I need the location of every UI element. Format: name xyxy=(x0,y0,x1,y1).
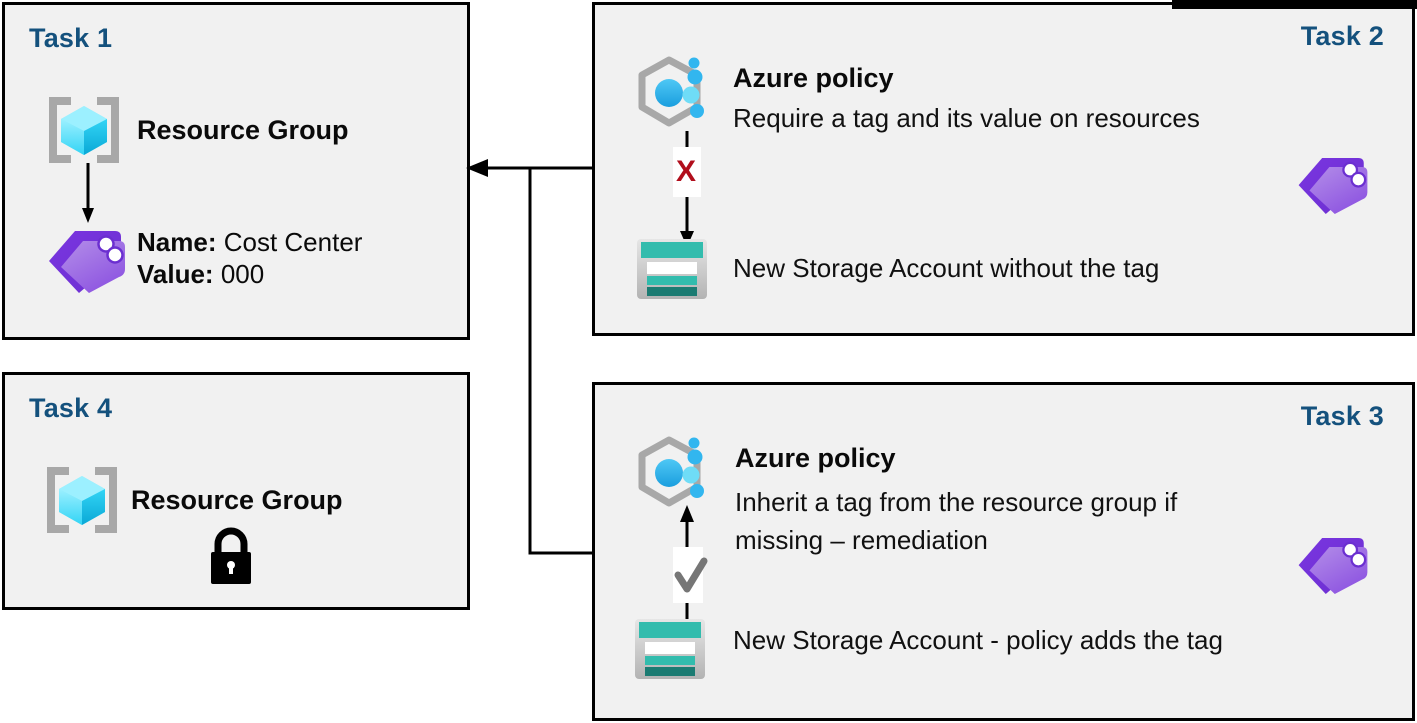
tag-icon xyxy=(1295,153,1371,219)
azure-policy-icon xyxy=(635,53,719,137)
panel-task4[interactable]: Task 4 Resource Group xyxy=(2,372,470,610)
deny-connector xyxy=(667,131,707,251)
task4-resource-group-label: Resource Group xyxy=(131,485,343,515)
connector-task3-to-task1 xyxy=(528,168,592,555)
task3-policy-description-line1: Inherit a tag from the resource group if xyxy=(735,487,1178,517)
storage-account-icon xyxy=(633,237,711,301)
task2-storage-label: New Storage Account without the tag xyxy=(733,253,1160,283)
task2-policy-description: Require a tag and its value on resources xyxy=(733,103,1200,133)
task1-resource-group-label: Resource Group xyxy=(137,115,349,145)
resource-group-icon xyxy=(43,467,121,533)
lock-icon xyxy=(205,527,257,587)
panel-task3[interactable]: Task 3 Azure policy Inherit a tag from t… xyxy=(592,382,1415,721)
azure-policy-icon xyxy=(635,433,719,517)
task3-policy-description: Inherit a tag from the resource group if… xyxy=(735,483,1355,560)
top-edge-bar xyxy=(1172,0,1417,9)
storage-account-icon xyxy=(631,617,709,681)
task3-policy-heading: Azure policy xyxy=(735,443,896,473)
task1-name-value: Cost Center xyxy=(223,227,363,257)
task1-name-key: Name: xyxy=(137,227,217,257)
task3-policy-description-line2: missing – remediation xyxy=(735,525,988,556)
task2-title: Task 2 xyxy=(1300,21,1384,51)
task3-storage-label: New Storage Account - policy adds the ta… xyxy=(733,625,1223,655)
task1-value-key: Value: xyxy=(137,258,214,289)
tag-icon xyxy=(45,227,129,297)
task2-policy-heading: Azure policy xyxy=(733,63,894,93)
down-arrow-icon xyxy=(81,163,95,225)
tag-icon xyxy=(1295,533,1371,599)
deny-x-icon: X xyxy=(675,155,696,188)
task4-title: Task 4 xyxy=(29,393,113,423)
task1-value-value: 000 xyxy=(220,258,265,289)
task1-tag-details: Name: Cost Center Value: 000 xyxy=(137,227,362,290)
panel-task1[interactable]: Task 1 Resource Group Name: Cost Center xyxy=(2,2,470,340)
allow-connector xyxy=(665,503,709,635)
task3-title: Task 3 xyxy=(1300,401,1384,431)
resource-group-icon xyxy=(45,97,123,163)
task1-title: Task 1 xyxy=(29,23,113,53)
panel-task2[interactable]: Task 2 Azure policy Require a tag and it… xyxy=(592,2,1415,336)
